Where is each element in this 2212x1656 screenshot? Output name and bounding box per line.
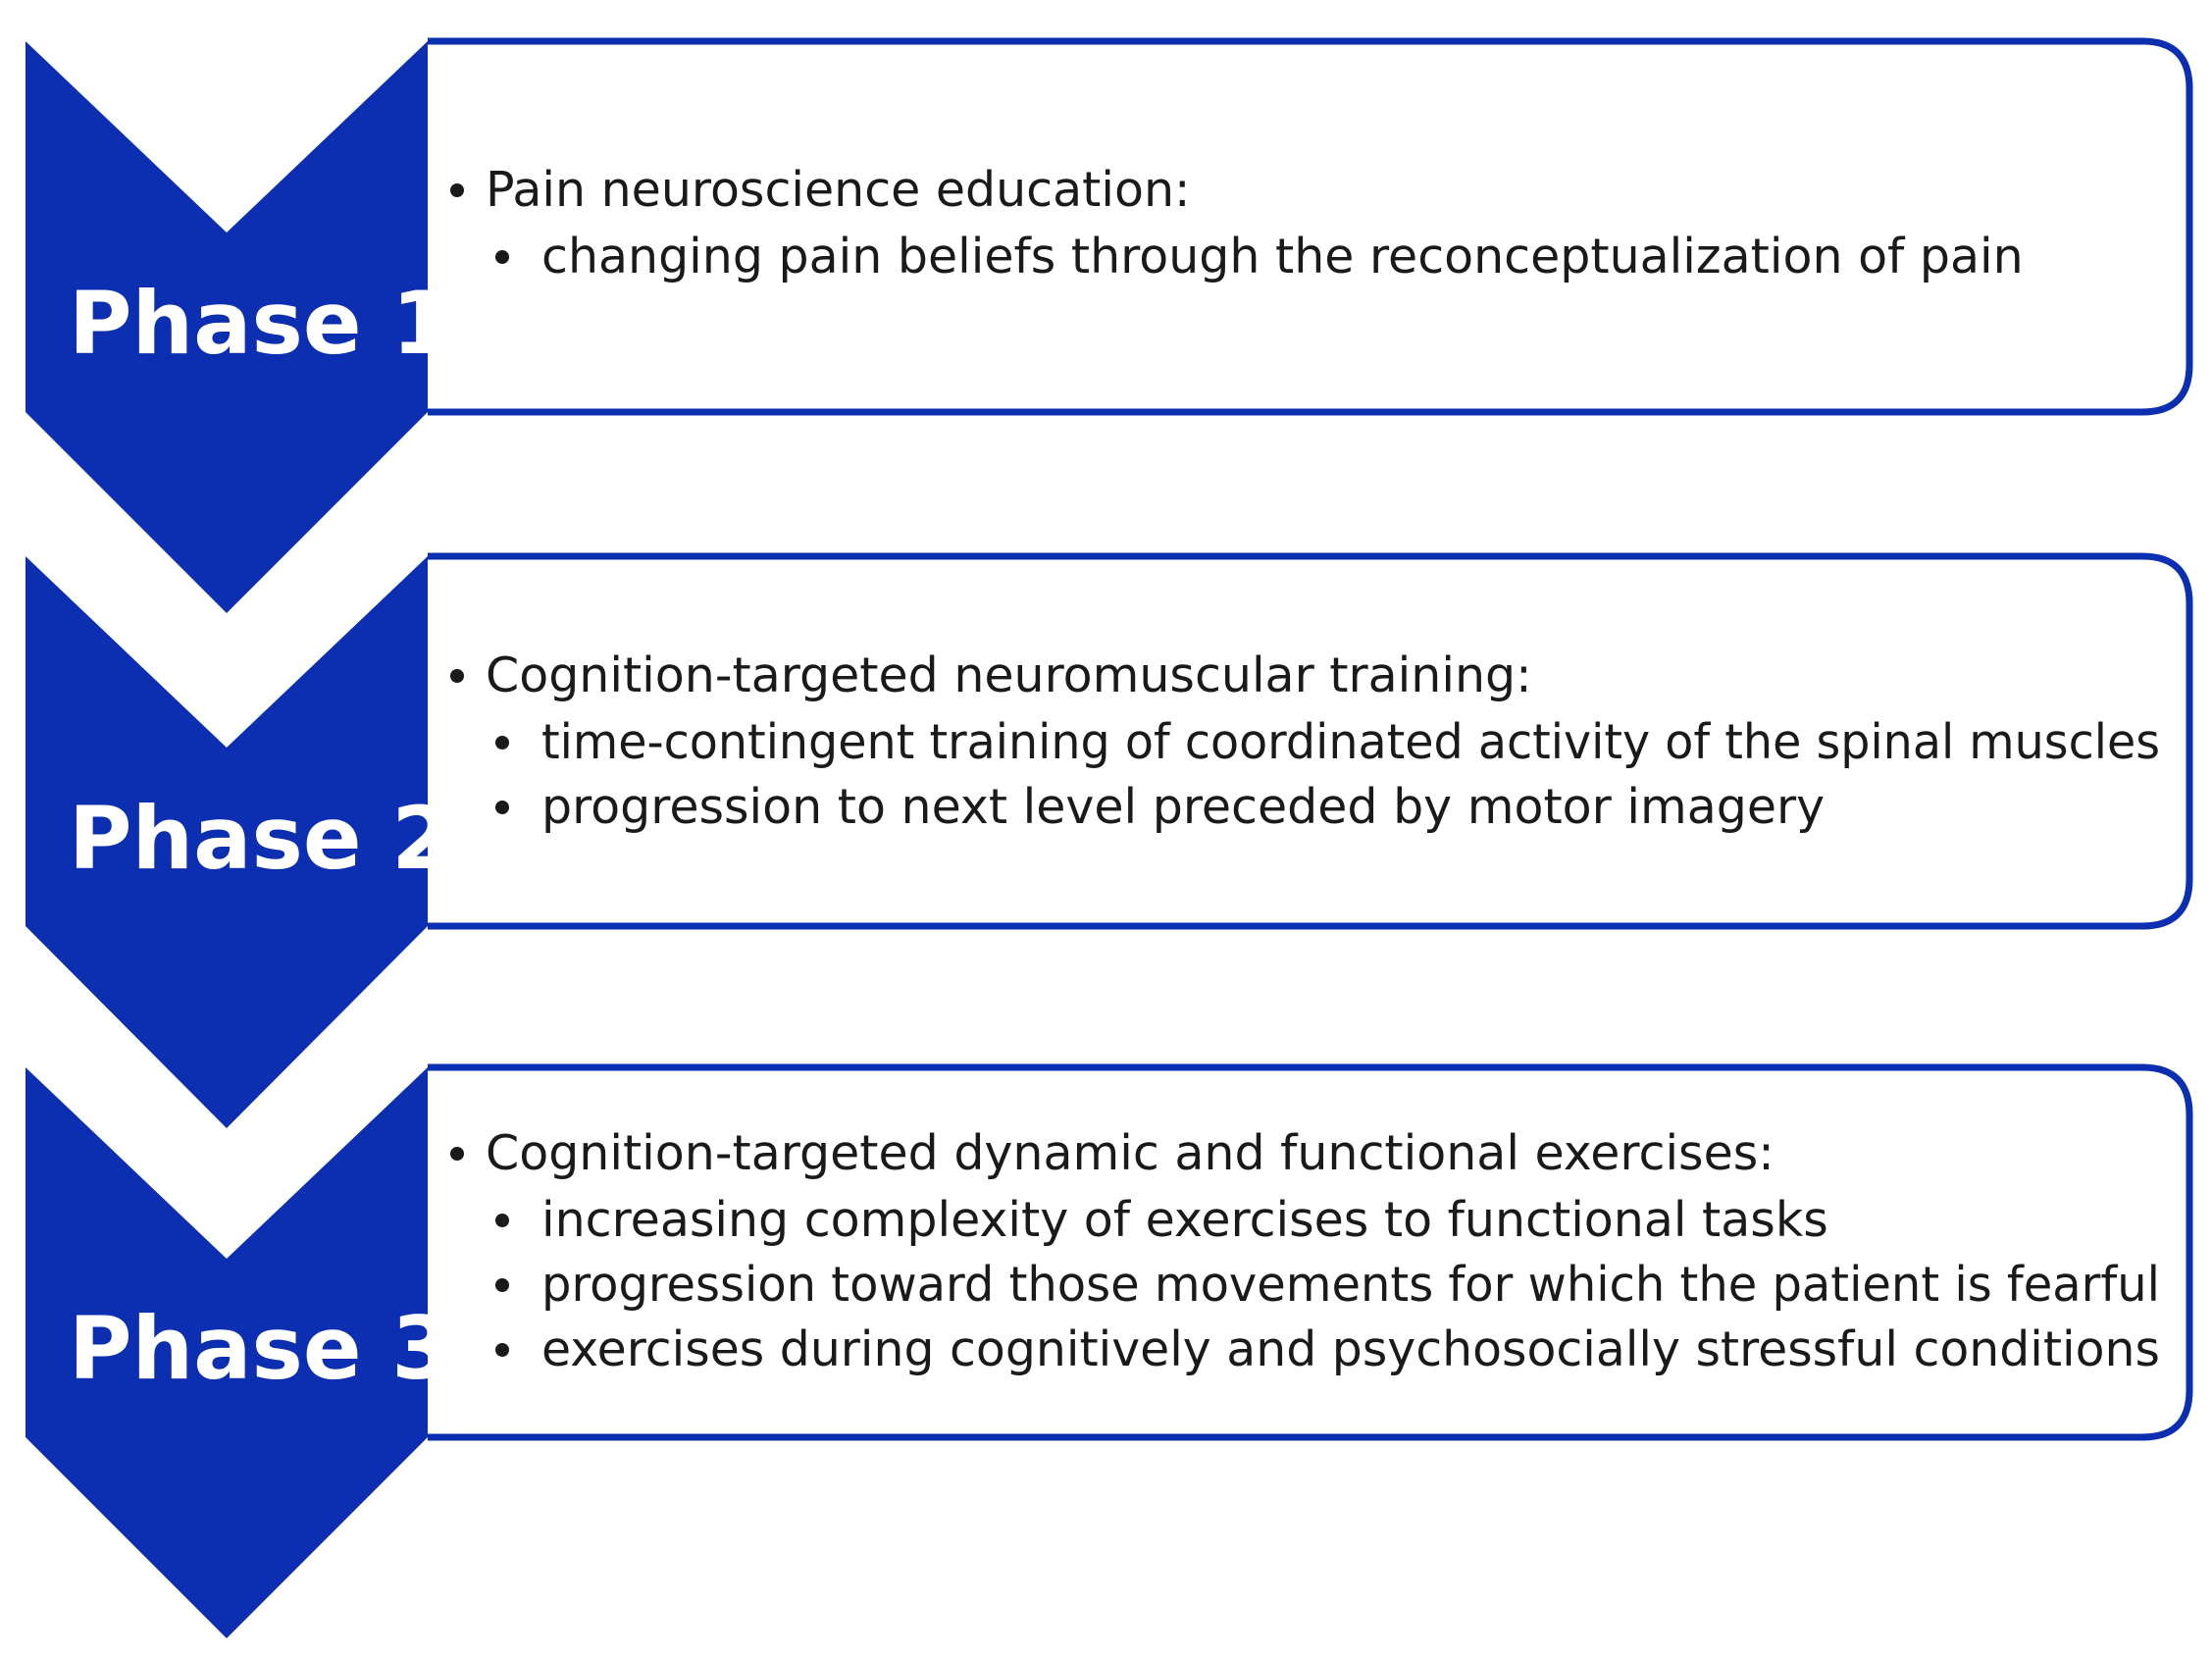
phase-3-label: Phase 3 (69, 1298, 451, 1399)
phase-2-box (428, 552, 2193, 930)
phase-1-label: Phase 1 (69, 273, 451, 374)
phase-2-label: Phase 2 (69, 788, 451, 889)
bullet-icon (450, 1147, 464, 1161)
bullet-icon (495, 1278, 509, 1292)
phase-1-heading: Pain neuroscience education: (486, 162, 1191, 218)
phase-1-box (428, 37, 2193, 416)
phase-3: Phase 3 Cognition-targeted dynamic and fu… (26, 1063, 2193, 1638)
phase-1-chevron (26, 41, 428, 613)
phase-2-item: progression to next level preceded by mo… (541, 779, 1825, 835)
phase-3-chevron (26, 1067, 428, 1638)
bullet-icon (495, 1343, 509, 1357)
phase-3-item: progression toward those movements for w… (541, 1257, 2160, 1313)
bullet-icon (495, 736, 509, 750)
phase-2-chevron (26, 556, 428, 1128)
phase-2-item: time-contingent training of coordinated … (541, 714, 2160, 770)
phase-3-box (428, 1063, 2193, 1441)
phase-2-heading: Cognition-targeted neuromuscular trainin… (486, 647, 1532, 703)
bullet-icon (495, 801, 509, 814)
phase-1-item: changing pain beliefs through the reconc… (541, 229, 2024, 285)
phase-3-item: increasing complexity of exercises to fu… (541, 1192, 1828, 1248)
bullet-icon (495, 1214, 509, 1227)
phase-2: Phase 2 Cognition-targeted neuromuscular … (26, 552, 2193, 1128)
phase-3-item: exercises during cognitively and psychos… (541, 1321, 2160, 1377)
bullet-icon (495, 250, 509, 264)
bullet-icon (450, 183, 464, 197)
phase-3-heading: Cognition-targeted dynamic and functiona… (486, 1125, 1775, 1181)
phases-layer: Phase 1 Pain neuroscience education: chang… (26, 37, 2193, 1638)
phase-1: Phase 1 Pain neuroscience education: chang… (26, 37, 2193, 613)
bullet-icon (450, 669, 464, 683)
